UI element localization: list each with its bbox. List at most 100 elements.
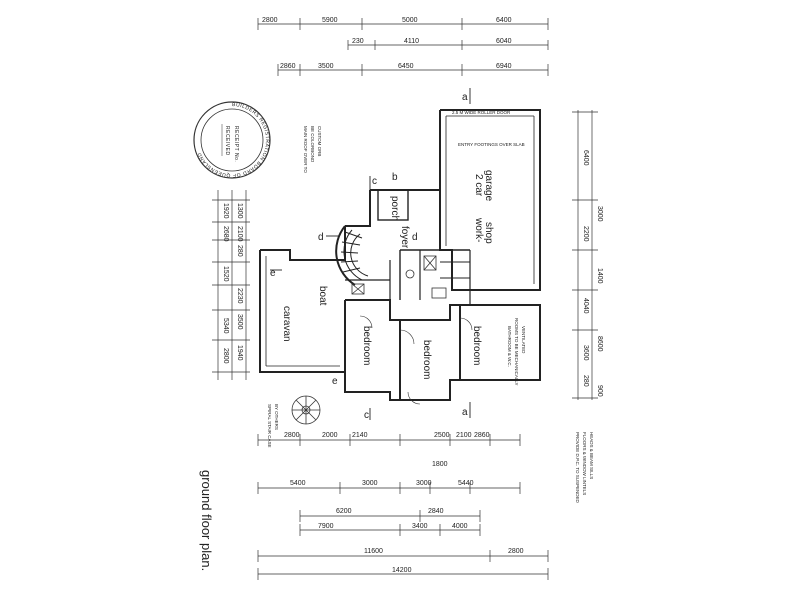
room-label-boat: boat	[317, 286, 328, 306]
dim-label: 280	[236, 245, 243, 257]
dim-label: 14200	[392, 567, 412, 574]
stamp-center-text: RECEIPT No.	[233, 126, 239, 162]
stamp-center-text: RECEIVED	[224, 126, 230, 156]
dim-label: 6400	[582, 150, 589, 166]
dim-label: 3400	[412, 523, 428, 530]
dim-label: 280	[582, 375, 589, 387]
dim-label: 2840	[428, 508, 444, 515]
top-dimensions	[257, 18, 549, 76]
left-dimension-labels: 1920 1300 2680 2100 280 1520 2230 3500 5…	[222, 203, 243, 364]
dim-label: 3600	[582, 345, 589, 361]
left-dimensions	[212, 190, 250, 380]
dim-label: 6940	[496, 63, 512, 70]
dim-label: 3000	[596, 206, 603, 222]
dim-label: 3000	[362, 480, 378, 487]
plan-walls	[259, 109, 541, 401]
dim-label: 3500	[318, 63, 334, 70]
note-bathroom-ventilation: BATHROOM & W.C.	[507, 326, 512, 367]
section-mark-e: e	[270, 268, 276, 279]
dim-label: 6400	[496, 17, 512, 24]
dim-label: 2800	[222, 348, 229, 364]
dim-label: 2100	[236, 226, 243, 242]
room-label-porch: porch	[389, 196, 400, 221]
right-dimension-labels: 6400 3000 2200 1400 4040 8600 280 900 36…	[582, 150, 603, 397]
dim-label: 6200	[336, 508, 352, 515]
section-mark-c: c	[364, 410, 369, 421]
dim-label: 11600	[364, 548, 383, 555]
note-bathroom-ventilation: ROOMS TO BE MECHANICALLY	[514, 318, 519, 386]
section-mark-d: d	[318, 232, 324, 243]
dim-label: 1300	[236, 203, 243, 219]
dim-label: 5400	[290, 480, 306, 487]
section-mark-c: c	[372, 176, 377, 187]
dim-label: 4110	[404, 38, 419, 45]
dim-label: 7900	[318, 523, 334, 530]
room-label-caravan: caravan	[281, 306, 292, 342]
dim-label: 2800	[508, 548, 524, 555]
bathroom-fixtures	[351, 255, 447, 299]
dim-label: 2860	[280, 63, 296, 70]
porch-area	[377, 189, 409, 221]
dim-label: 1940	[236, 345, 243, 361]
section-mark-d: d	[412, 232, 418, 243]
dim-label: 5340	[222, 318, 229, 334]
note-main-roof: MAIN ROOF OVER TO	[303, 126, 308, 173]
dim-label: 900	[596, 385, 603, 397]
dim-label: 2000	[322, 432, 338, 439]
plan-notes: MAIN ROOF OVER TO BE COLORBOND CUSTOM OR…	[267, 110, 594, 504]
dim-label: 5900	[322, 17, 338, 24]
room-label-workshop: work-	[473, 217, 484, 242]
section-mark-b: b	[392, 172, 398, 183]
door-swings	[359, 315, 473, 405]
dim-label: 8600	[596, 336, 603, 352]
room-label-bedroom: bedroom	[361, 326, 372, 365]
dim-label: 5440	[458, 480, 474, 487]
dim-label: 6040	[496, 38, 512, 45]
dim-label: 2500	[434, 432, 450, 439]
dim-label: 3500	[236, 314, 243, 330]
bottom-dimensions	[257, 434, 549, 580]
room-label-bedroom: bedroom	[421, 340, 432, 379]
dim-label: 1400	[596, 268, 603, 284]
room-label-workshop: shop	[483, 222, 494, 244]
top-dimension-labels: 2800 5900 5000 6400 230 4110 6040 2860 3…	[262, 17, 512, 70]
note-dpc: PROVIDE D.P.C. TO SUSPENDED	[575, 432, 580, 504]
section-markers	[270, 88, 471, 420]
dim-label: 2100	[456, 432, 472, 439]
dim-label: 4000	[452, 523, 468, 530]
section-marker-labels: a a b c c d d e e	[270, 92, 468, 421]
dim-label: 2230	[236, 288, 243, 304]
dim-label: 4040	[582, 298, 589, 314]
section-mark-e: e	[332, 376, 338, 387]
room-labels: 2 car garage work- shop porch foyer boat…	[281, 170, 494, 379]
note-spiral-stair: SPIRAL STAIR CASE	[267, 404, 272, 448]
note-garage-door: 2.5 M WIDE ROLLER DOOR	[452, 110, 511, 115]
section-mark-a: a	[462, 92, 468, 103]
dim-label: 5000	[402, 17, 418, 24]
note-dpc: FLOORS & WINDOW LINTELS	[582, 432, 587, 495]
room-label-garage: garage	[483, 170, 494, 202]
spiral-stair	[335, 225, 369, 286]
plan-title: ground floor plan.	[199, 470, 214, 571]
dim-label: 2800	[262, 17, 278, 24]
room-label-bedroom: bedroom	[471, 326, 482, 365]
dim-label: 2200	[582, 226, 589, 242]
dim-label: 2680	[222, 226, 229, 242]
note-bathroom-ventilation: VENTILATED	[521, 326, 526, 354]
dim-label: 6450	[398, 63, 414, 70]
right-dimensions	[572, 110, 598, 400]
note-main-roof: BE COLORBOND	[310, 126, 315, 163]
note-main-roof: CUSTOM ORB	[317, 126, 322, 156]
dim-label: 2860	[474, 432, 490, 439]
note-spiral-stair: BY OTHERS	[274, 404, 279, 430]
dim-label: 2800	[284, 432, 300, 439]
bottom-dimension-labels: 2800 2000 2140 2500 2100 2860 5400 3000 …	[284, 432, 524, 574]
room-label-foyer: foyer	[399, 226, 410, 249]
dim-label: 3000	[416, 480, 432, 487]
dim-label: 1920	[222, 203, 229, 219]
lower-spiral-stair	[291, 395, 321, 425]
note-slab: ENTRY FOOTINGS OVER SLAB	[458, 142, 525, 147]
section-mark-a: a	[462, 407, 468, 418]
